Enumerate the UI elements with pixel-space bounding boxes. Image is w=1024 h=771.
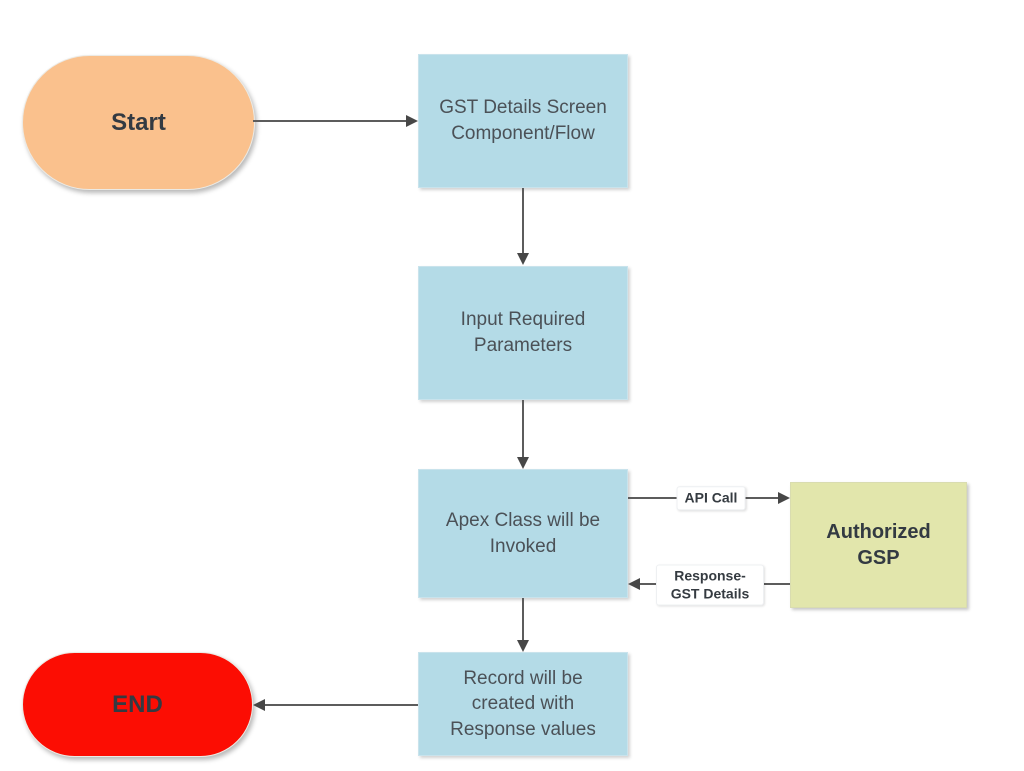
node-input-required-parameters: Input Required Parameters bbox=[418, 266, 628, 400]
edge-label-response-gst-details: Response-GST Details bbox=[656, 564, 764, 606]
node-apex-class-invoked-label: Apex Class will be Invoked bbox=[445, 509, 601, 557]
node-authorized-gsp-label: Authorized GSP bbox=[826, 521, 931, 569]
node-start: Start bbox=[22, 55, 255, 190]
arrowhead-icon bbox=[517, 457, 529, 469]
edge-gst-to-input bbox=[522, 188, 524, 253]
edge-apex-to-record bbox=[522, 598, 524, 640]
arrowhead-icon bbox=[778, 492, 790, 504]
node-gst-details-screen-label: GST Details Screen Component/Flow bbox=[439, 97, 607, 144]
node-gst-details-screen: GST Details Screen Component/Flow bbox=[418, 54, 628, 188]
edge-start-to-gst bbox=[253, 120, 406, 122]
node-record-created-label: Record will be created with Response val… bbox=[450, 667, 596, 740]
node-apex-class-invoked: Apex Class will be Invoked bbox=[418, 469, 628, 598]
arrowhead-icon bbox=[628, 578, 640, 590]
node-end: END bbox=[22, 652, 253, 757]
node-record-created: Record will be created with Response val… bbox=[418, 652, 628, 756]
node-start-label: Start bbox=[111, 108, 166, 136]
edge-input-to-apex bbox=[522, 400, 524, 457]
edge-label-api-call: API Call bbox=[676, 486, 746, 510]
arrowhead-icon bbox=[406, 115, 418, 127]
node-end-label: END bbox=[112, 690, 163, 718]
node-input-required-parameters-label: Input Required Parameters bbox=[460, 309, 586, 356]
node-authorized-gsp: Authorized GSP bbox=[790, 482, 967, 608]
arrowhead-icon bbox=[517, 640, 529, 652]
arrowhead-icon bbox=[253, 699, 265, 711]
arrowhead-icon bbox=[517, 253, 529, 265]
edge-record-to-end bbox=[265, 704, 418, 706]
